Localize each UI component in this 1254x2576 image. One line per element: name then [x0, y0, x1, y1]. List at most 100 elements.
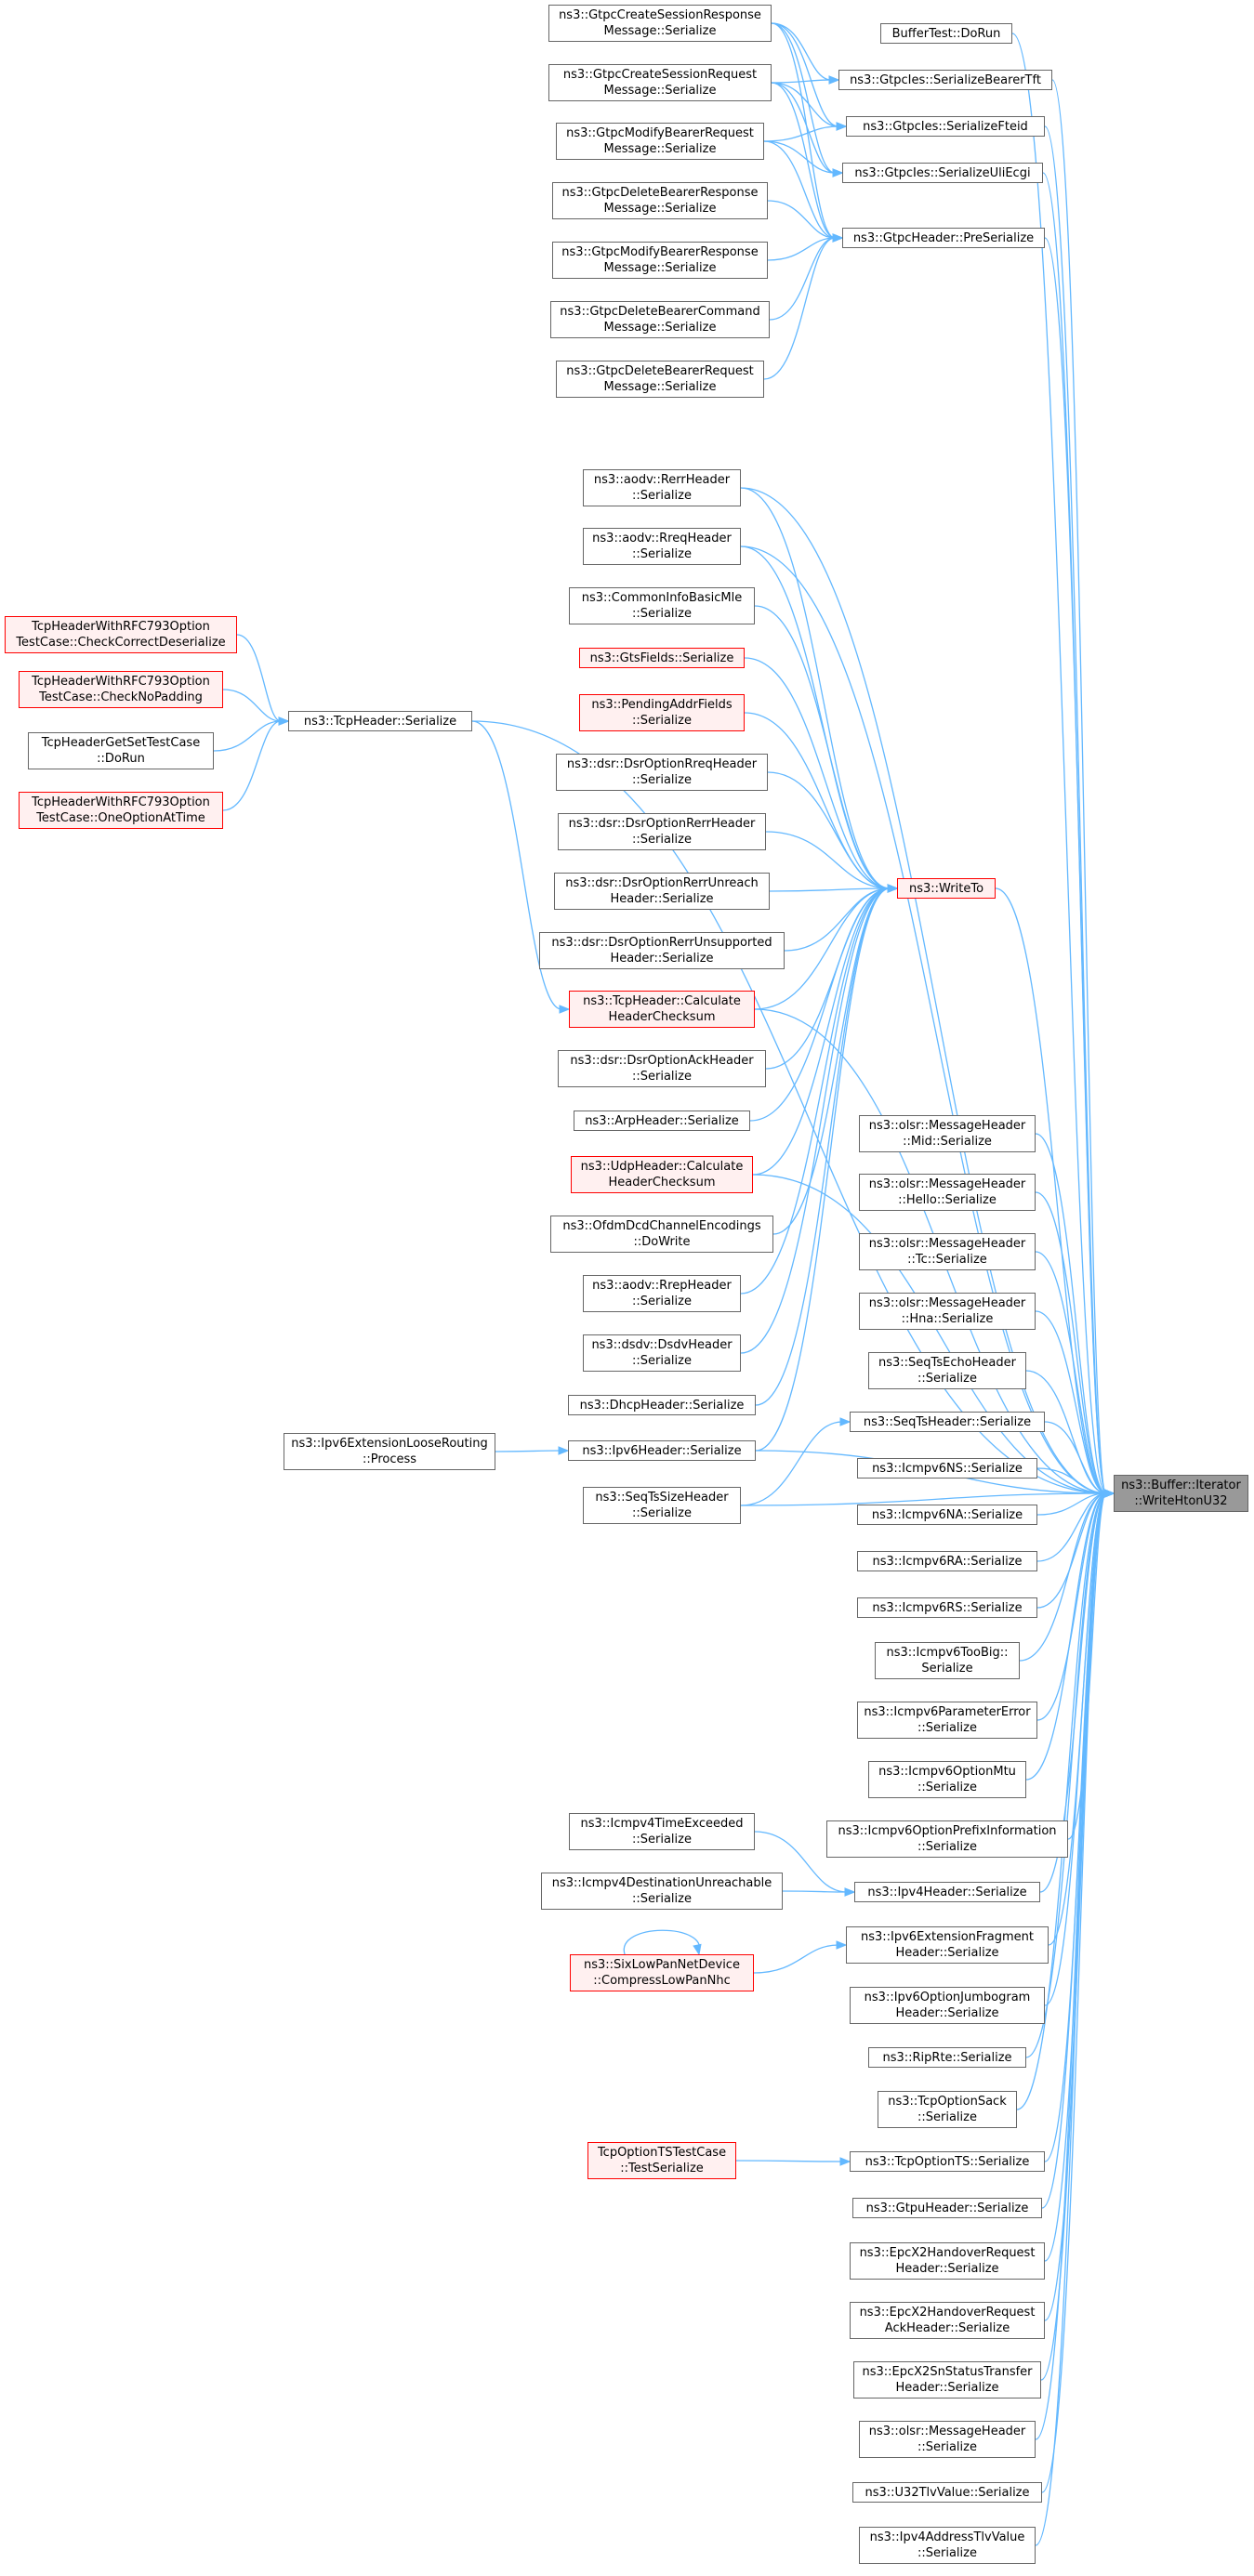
- edge-icmpTooBig-to-focus: [1019, 1492, 1107, 1662]
- graph-node-tcp-calc[interactable]: ns3::TcpHeader::Calculate HeaderChecksum: [569, 991, 755, 1028]
- graph-node-label: ns3::Ipv4Header::Serialize: [867, 1885, 1027, 1899]
- graph-node-seq-ts-echo[interactable]: ns3::SeqTsEchoHeader ::Serialize: [868, 1352, 1026, 1389]
- graph-node-label: ns3::GtpcModifyBearerRequest Message::Se…: [566, 126, 754, 156]
- graph-node-tcp-one-opt[interactable]: TcpHeaderWithRFC793Option TestCase::OneO…: [19, 792, 223, 829]
- graph-node-gtpc-mb-req[interactable]: ns3::GtpcModifyBearerRequest Message::Se…: [556, 123, 764, 160]
- graph-node-olsr-msg[interactable]: ns3::olsr::MessageHeader ::Serialize: [859, 2421, 1036, 2458]
- graph-node-olsr-mid[interactable]: ns3::olsr::MessageHeader ::Mid::Serializ…: [859, 1115, 1036, 1152]
- edge-arpHeader-to-writeTo: [749, 887, 891, 1122]
- edge-arrowhead: [836, 1940, 848, 1950]
- graph-node-dsr-rreq[interactable]: ns3::dsr::DsrOptionRreqHeader ::Serializ…: [556, 754, 768, 791]
- graph-node-icmp-r-a[interactable]: ns3::Icmpv6RA::Serialize: [857, 1551, 1037, 1571]
- graph-node-label: ns3::GtpcDeleteBearerRequest Message::Se…: [566, 364, 754, 394]
- graph-node-dsdv[interactable]: ns3::dsdv::DsdvHeader ::Serialize: [583, 1334, 741, 1372]
- graph-node-gtpc-cs-resp[interactable]: ns3::GtpcCreateSessionResponse Message::…: [548, 5, 772, 42]
- graph-node-gts-fields[interactable]: ns3::GtsFields::Serialize: [579, 648, 745, 668]
- graph-node-icmp-too-big[interactable]: ns3::Icmpv6TooBig:: Serialize: [875, 1642, 1020, 1679]
- graph-node-ipv6-jumbo[interactable]: ns3::Ipv6OptionJumbogram Header::Seriali…: [850, 1987, 1045, 2024]
- graph-node-tcp-t-s-test[interactable]: TcpOptionTSTestCase ::TestSerialize: [587, 2142, 736, 2179]
- graph-node-label: ns3::PendingAddrFields ::Serialize: [591, 698, 733, 728]
- graph-node-dsr-ack[interactable]: ns3::dsr::DsrOptionAckHeader ::Serialize: [558, 1050, 766, 1087]
- edge-gtpcIesFteid-to-focus: [1044, 125, 1107, 1494]
- graph-node-label: ns3::aodv::RerrHeader ::Serialize: [593, 473, 731, 503]
- graph-node-dhcp[interactable]: ns3::DhcpHeader::Serialize: [568, 1395, 756, 1415]
- edge-arrowhead: [832, 233, 844, 243]
- graph-node-gtpc-db-resp[interactable]: ns3::GtpcDeleteBearerResponse Message::S…: [552, 182, 768, 219]
- graph-node-common-info[interactable]: ns3::CommonInfoBasicMle ::Serialize: [569, 587, 755, 624]
- graph-node-seq-ts[interactable]: ns3::SeqTsHeader::Serialize: [850, 1412, 1045, 1432]
- graph-node-label: TcpOptionTSTestCase ::TestSerialize: [597, 2146, 727, 2175]
- graph-node-gtpc-db-req[interactable]: ns3::GtpcDeleteBearerRequest Message::Se…: [556, 361, 764, 398]
- graph-node-label: ns3::Icmpv6TooBig:: Serialize: [886, 1646, 1009, 1676]
- graph-node-icmp-n-s[interactable]: ns3::Icmpv6NS::Serialize: [857, 1458, 1037, 1479]
- graph-node-ofdm[interactable]: ns3::OfdmDcdChannelEncodings ::DoWrite: [550, 1216, 773, 1253]
- edge-tcpCheckNoPad-to-tcpHeader: [222, 689, 282, 722]
- graph-node-ipv6-ext-loose[interactable]: ns3::Ipv6ExtensionLooseRouting ::Process: [284, 1433, 495, 1470]
- graph-node-icmp-prefix[interactable]: ns3::Icmpv6OptionPrefixInformation ::Ser…: [826, 1820, 1068, 1858]
- edge-tcpTSTest-to-tcpTS: [735, 2160, 843, 2162]
- graph-node-icmp-param[interactable]: ns3::Icmpv6ParameterError ::Serialize: [857, 1702, 1037, 1739]
- edge-seqTsSize-to-focus: [740, 1492, 1107, 1506]
- edge-dsrRerrUnreach-to-writeTo: [769, 887, 891, 892]
- graph-node-aodv-rrep[interactable]: ns3::aodv::RrepHeader ::Serialize: [583, 1275, 741, 1312]
- graph-node-x2-ho-req-ack[interactable]: ns3::EpcX2HandoverRequest AckHeader::Ser…: [850, 2302, 1045, 2339]
- graph-node-icmp-r-s[interactable]: ns3::Icmpv6RS::Serialize: [857, 1597, 1037, 1618]
- graph-node-tcp-get-set[interactable]: TcpHeaderGetSetTestCase ::DoRun: [28, 732, 214, 769]
- edge-gtpcPre-to-focus: [1044, 237, 1107, 1494]
- graph-node-dsr-rerr-unreach[interactable]: ns3::dsr::DsrOptionRerrUnreach Header::S…: [554, 873, 770, 910]
- edge-tcpSack-to-focus: [1016, 1492, 1107, 2110]
- graph-node-rip-rte[interactable]: ns3::RipRte::Serialize: [868, 2047, 1026, 2068]
- graph-node-icmp-mtu[interactable]: ns3::Icmpv6OptionMtu ::Serialize: [868, 1761, 1026, 1798]
- graph-node-dsr-rerr[interactable]: ns3::dsr::DsrOptionRerrHeader ::Serializ…: [558, 813, 766, 850]
- graph-node-label: ns3::SeqTsHeader::Serialize: [863, 1414, 1032, 1429]
- graph-node-gtpc-pre[interactable]: ns3::GtpcHeader::PreSerialize: [842, 228, 1045, 248]
- graph-node-olsr-hna[interactable]: ns3::olsr::MessageHeader ::Hna::Serializ…: [859, 1293, 1036, 1330]
- graph-node-pending-addr[interactable]: ns3::PendingAddrFields ::Serialize: [579, 694, 745, 731]
- graph-node-icmp4-time[interactable]: ns3::Icmpv4TimeExceeded ::Serialize: [569, 1813, 755, 1850]
- graph-node-ipv4-tlv[interactable]: ns3::Ipv4AddressTlvValue ::Serialize: [859, 2527, 1036, 2564]
- graph-node-label: ns3::ArpHeader::Serialize: [585, 1113, 739, 1128]
- graph-node-gtpc-cs-req[interactable]: ns3::GtpcCreateSessionRequest Message::S…: [548, 64, 772, 101]
- graph-node-tcp-sack[interactable]: ns3::TcpOptionSack ::Serialize: [878, 2091, 1017, 2128]
- graph-node-aodv-rerr[interactable]: ns3::aodv::RerrHeader ::Serialize: [583, 469, 741, 506]
- graph-node-tcp-check-correct[interactable]: TcpHeaderWithRFC793Option TestCase::Chec…: [5, 616, 237, 653]
- graph-node-aodv-rreq[interactable]: ns3::aodv::RreqHeader ::Serialize: [583, 528, 741, 565]
- edge-gtpcMbReq-to-gtpcPre: [763, 140, 836, 239]
- graph-node-label: TcpHeaderWithRFC793Option TestCase::Chec…: [32, 675, 210, 704]
- graph-node-arp-header[interactable]: ns3::ArpHeader::Serialize: [574, 1111, 750, 1131]
- edge-arrowhead: [558, 1446, 570, 1455]
- edge-arrowhead: [559, 1005, 571, 1014]
- graph-node-ipv6-ext-frag[interactable]: ns3::Ipv6ExtensionFragment Header::Seria…: [846, 1926, 1049, 1964]
- edge-gtpcIesUli-to-focus: [1042, 172, 1107, 1494]
- graph-node-u32-tlv[interactable]: ns3::U32TlvValue::Serialize: [852, 2482, 1042, 2503]
- graph-node-olsr-tc[interactable]: ns3::olsr::MessageHeader ::Tc::Serialize: [859, 1233, 1036, 1270]
- edge-arrowhead: [1103, 1489, 1115, 1498]
- graph-node-gtpc-ies-fteid[interactable]: ns3::GtpcIes::SerializeFteid: [846, 116, 1045, 137]
- graph-node-ipv4-header[interactable]: ns3::Ipv4Header::Serialize: [854, 1882, 1040, 1902]
- graph-node-gtpc-ies-tft[interactable]: ns3::GtpcIes::SerializeBearerTft: [838, 70, 1052, 90]
- graph-node-x2-sn[interactable]: ns3::EpcX2SnStatusTransfer Header::Seria…: [853, 2361, 1041, 2399]
- graph-node-six-low[interactable]: ns3::SixLowPanNetDevice ::CompressLowPan…: [570, 1954, 754, 1991]
- graph-node-gtpu[interactable]: ns3::GtpuHeader::Serialize: [852, 2198, 1042, 2218]
- graph-node-icmp4-dest[interactable]: ns3::Icmpv4DestinationUnreachable ::Seri…: [541, 1873, 783, 1910]
- graph-node-label: ns3::TcpHeader::Calculate HeaderChecksum: [583, 994, 741, 1024]
- graph-node-gtpc-mb-resp[interactable]: ns3::GtpcModifyBearerResponse Message::S…: [552, 242, 768, 279]
- graph-node-label: ns3::olsr::MessageHeader ::Mid::Serializ…: [868, 1119, 1026, 1149]
- graph-node-ipv6-header[interactable]: ns3::Ipv6Header::Serialize: [568, 1440, 756, 1461]
- graph-node-buffer-test[interactable]: BufferTest::DoRun: [880, 23, 1012, 44]
- edge-gtpcMbReq-to-gtpcIesUli: [763, 140, 836, 174]
- graph-node-tcp-check-no-pad[interactable]: TcpHeaderWithRFC793Option TestCase::Chec…: [19, 671, 223, 708]
- graph-node-write-to[interactable]: ns3::WriteTo: [897, 878, 996, 899]
- graph-node-tcp-header[interactable]: ns3::TcpHeader::Serialize: [288, 711, 472, 731]
- graph-node-gtpc-ies-uli[interactable]: ns3::GtpcIes::SerializeUliEcgi: [842, 163, 1043, 183]
- graph-node-olsr-hello[interactable]: ns3::olsr::MessageHeader ::Hello::Serial…: [859, 1174, 1036, 1211]
- graph-node-tcp-t-s[interactable]: ns3::TcpOptionTS::Serialize: [850, 2151, 1045, 2172]
- graph-node-dsr-rerr-unsup[interactable]: ns3::dsr::DsrOptionRerrUnsupported Heade…: [539, 932, 785, 969]
- graph-node-icmp-n-a[interactable]: ns3::Icmpv6NA::Serialize: [857, 1505, 1037, 1525]
- graph-node-udp-calc[interactable]: ns3::UdpHeader::Calculate HeaderChecksum: [571, 1156, 753, 1193]
- graph-node-seq-ts-size[interactable]: ns3::SeqTsSizeHeader ::Serialize: [583, 1487, 741, 1524]
- graph-node-label: ns3::SeqTsEchoHeader ::Serialize: [878, 1356, 1016, 1386]
- graph-node-x2-ho-req[interactable]: ns3::EpcX2HandoverRequest Header::Serial…: [850, 2242, 1045, 2280]
- graph-node-gtpc-db-cmd[interactable]: ns3::GtpcDeleteBearerCommand Message::Se…: [550, 301, 770, 338]
- edge-icmp4Dest-to-ipv4Header: [782, 1890, 848, 1893]
